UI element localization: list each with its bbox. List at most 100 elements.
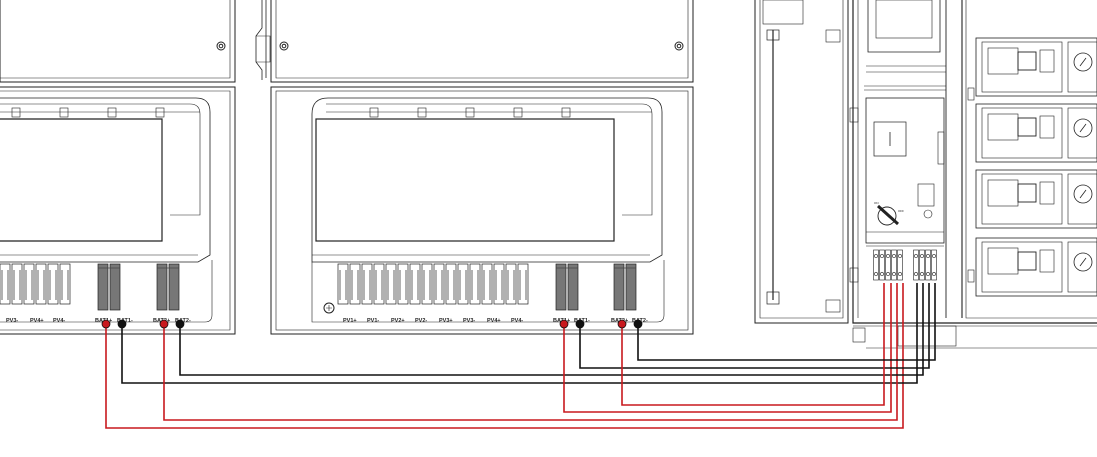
pv-connector-pin — [25, 270, 33, 300]
module-gauge-icon — [1073, 184, 1093, 204]
cabinet-door — [754, 0, 849, 324]
pv-connector — [397, 263, 409, 305]
terminal-screw — [932, 254, 936, 258]
inverter-left-pv-connectors — [0, 263, 71, 305]
terminal-screw — [874, 254, 878, 258]
terminal-screw — [926, 272, 930, 276]
module-gauge-needle — [1079, 189, 1087, 199]
module-face — [981, 41, 1063, 93]
pv-connector-pin — [1, 270, 9, 300]
terminal-dots — [101, 319, 643, 329]
switch-off-label: OFF — [898, 209, 904, 213]
inverter-right-battery-connectors — [555, 263, 637, 311]
pv-connector-pin — [351, 270, 359, 300]
module-gauge-icon — [1073, 118, 1093, 138]
pv-connector-pin — [399, 270, 407, 300]
dc-cable — [179, 283, 924, 376]
pv-connector — [421, 263, 433, 305]
terminal-screw — [926, 254, 930, 258]
pv-connector-pin — [483, 270, 491, 300]
terminal-screw — [886, 272, 890, 276]
module-port — [987, 179, 1019, 207]
screw-icon — [216, 41, 226, 51]
pv-connector — [409, 263, 421, 305]
pv-connector-pin — [339, 270, 347, 300]
pv-connector-pin — [519, 270, 527, 300]
inverter-left-display — [0, 118, 163, 242]
dc-cable — [637, 283, 936, 361]
mount-bracket — [255, 0, 263, 80]
pv-label: PV2+ — [391, 318, 405, 324]
terminal-screw — [914, 272, 918, 276]
module-gauge-needle — [1079, 257, 1087, 267]
module-face — [981, 107, 1063, 159]
pv-connector-pin — [387, 270, 395, 300]
terminal-screw — [892, 254, 896, 258]
rotary-switch-icon[interactable] — [877, 206, 897, 226]
terminal-screw — [892, 272, 896, 276]
inverter-left-pv-labels: PV3- PV4+ PV4- — [6, 318, 65, 324]
module-port — [987, 113, 1019, 141]
dc-cable — [621, 283, 885, 406]
module-handle — [1039, 49, 1055, 73]
pv-connector-pin — [471, 270, 479, 300]
terminal-screw — [932, 272, 936, 276]
screw-icon — [674, 41, 684, 51]
pv-connector-pin — [375, 270, 383, 300]
inverter-left-body — [0, 86, 236, 335]
pv-connector-pin — [447, 270, 455, 300]
pv-connector-pin — [435, 270, 443, 300]
terminal — [885, 249, 891, 281]
battery-module — [975, 237, 1097, 297]
inverter-right-body — [270, 86, 694, 335]
module-handle — [1039, 249, 1055, 273]
dc-cable — [121, 283, 918, 384]
pv-label: PV3+ — [439, 318, 453, 324]
terminal — [891, 249, 897, 281]
module-handle — [1039, 115, 1055, 139]
terminal — [919, 249, 925, 281]
inverter-right-cover — [270, 0, 694, 83]
terminal-screw — [880, 272, 884, 276]
pv-connector — [505, 263, 517, 305]
pv-connector-pin — [411, 270, 419, 300]
screw-icon — [279, 41, 289, 51]
switch-on-label: ON — [874, 201, 879, 205]
pv-connector — [493, 263, 505, 305]
inverter-right-pv-connectors — [337, 263, 529, 305]
pv-connector — [445, 263, 457, 305]
bat-terminal-dot — [101, 319, 111, 329]
pv-connector-pin — [363, 270, 371, 300]
bat-terminal-dot — [117, 319, 127, 329]
cable-gland — [897, 325, 957, 347]
terminal-screw — [898, 254, 902, 258]
pv-connector-pin — [459, 270, 467, 300]
bat-terminal-dot — [575, 319, 585, 329]
pv-connector — [0, 263, 11, 305]
inverter-right-pv-labels: PV1+ PV1- PV2+ PV2- PV3+ PV3- PV4+ PV4- — [343, 318, 523, 324]
pv-connector — [349, 263, 361, 305]
dc-cable — [105, 283, 904, 429]
pv-connector-pin — [61, 270, 69, 300]
dc-terminal-block — [873, 249, 937, 281]
pv-connector — [517, 263, 529, 305]
terminal-screw — [874, 272, 878, 276]
bat-terminal-dot — [175, 319, 185, 329]
pv-connector — [59, 263, 71, 305]
dc-cable — [579, 283, 930, 369]
pv-connector — [469, 263, 481, 305]
pv-connector — [385, 263, 397, 305]
pv-label: PV4+ — [30, 318, 44, 324]
battery-module — [975, 103, 1097, 163]
inverter-left-cover — [0, 0, 236, 83]
dc-wiring — [105, 283, 936, 429]
module-face — [981, 241, 1063, 293]
pv-label: PV2- — [415, 318, 427, 324]
module-panel — [1067, 173, 1097, 225]
pv-connector — [433, 263, 445, 305]
terminal — [931, 249, 937, 281]
inverter-left-battery-connectors — [97, 263, 180, 311]
pv-connector — [481, 263, 493, 305]
pv-connector-pin — [13, 270, 21, 300]
battery-module — [975, 169, 1097, 229]
